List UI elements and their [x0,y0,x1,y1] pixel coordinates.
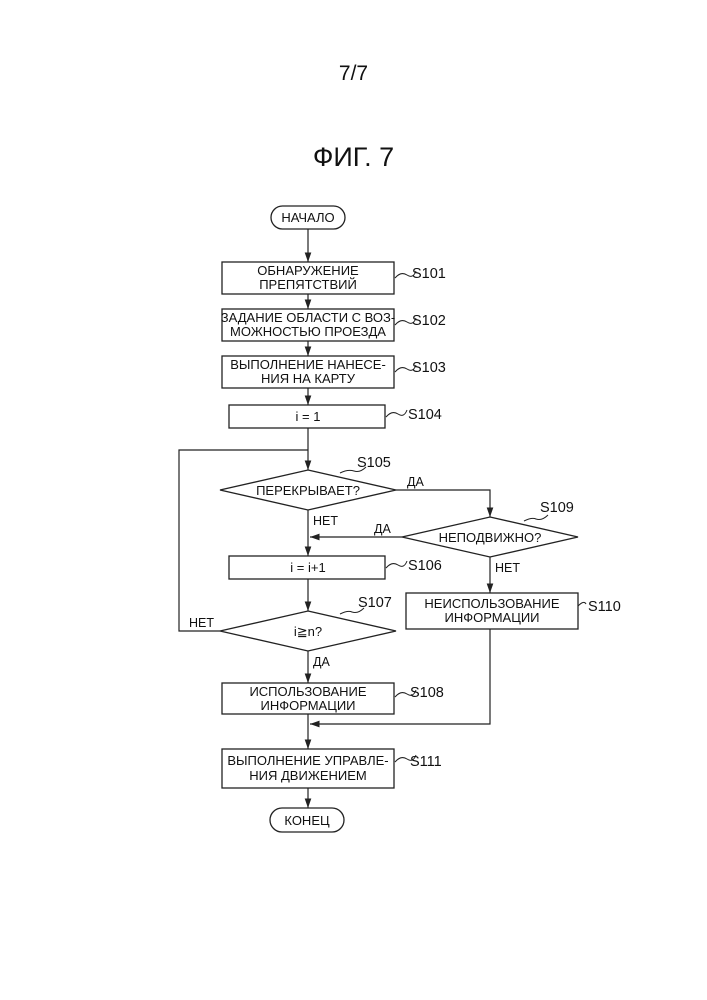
s108-line1: ИСПОЛЬЗОВАНИЕ [249,684,366,699]
s109-step-label: S109 [540,500,574,516]
s101-step-label: S101 [412,266,446,282]
s103-step-label: S103 [412,360,446,376]
step-s102: ЗАДАНИЕ ОБЛАСТИ С ВОЗ- МОЖНОСТЬЮ ПРОЕЗДА… [221,309,446,341]
end-terminal: КОНЕЦ [270,808,344,832]
s110-step-label: S110 [588,599,621,615]
s109-text: НЕПОДВИЖНО? [439,530,542,545]
s107-step-label: S107 [358,595,392,611]
s102-step-label: S102 [412,313,446,329]
s111-line1: ВЫПОЛНЕНИЕ УПРАВЛЕ- [227,753,388,768]
s109-yes-label: ДА [374,522,391,536]
s107-text: i≧n? [294,624,322,639]
s110-line1: НЕИСПОЛЬЗОВАНИЕ [424,596,559,611]
s106-text: i = i+1 [290,560,325,575]
s111-line2: НИЯ ДВИЖЕНИЕМ [249,768,366,783]
end-label: КОНЕЦ [284,813,330,828]
arrow-s105-yes-to-s109 [396,490,490,517]
s107-yes-label: ДА [313,655,330,669]
step-s106: i = i+1 S106 [229,556,442,579]
start-label: НАЧАЛО [281,210,334,225]
s101-line1: ОБНАРУЖЕНИЕ [257,263,359,278]
s107-no-label: НЕТ [189,616,214,630]
step-s111: ВЫПОЛНЕНИЕ УПРАВЛЕ- НИЯ ДВИЖЕНИЕМ S111 [222,749,442,788]
decision-s107: i≧n? S107 ДА НЕТ [189,595,396,669]
s109-no-label: НЕТ [495,561,520,575]
s103-line1: ВЫПОЛНЕНИЕ НАНЕСЕ- [230,357,386,372]
s104-text: i = 1 [296,409,321,424]
decision-s109: НЕПОДВИЖНО? S109 ДА НЕТ [374,500,578,575]
s104-step-label: S104 [408,407,442,423]
step-s108: ИСПОЛЬЗОВАНИЕ ИНФОРМАЦИИ S108 [222,683,444,714]
s105-yes-label: ДА [407,475,424,489]
s102-line1: ЗАДАНИЕ ОБЛАСТИ С ВОЗ- [221,310,395,325]
s105-text: ПЕРЕКРЫВАЕТ? [256,483,360,498]
decision-s105: ПЕРЕКРЫВАЕТ? S105 ДА НЕТ [220,455,424,528]
s105-step-label: S105 [357,455,391,471]
s101-line2: ПРЕПЯТСТВИЙ [259,277,357,292]
step-s110: НЕИСПОЛЬЗОВАНИЕ ИНФОРМАЦИИ S110 [406,593,621,629]
step-s101: ОБНАРУЖЕНИЕ ПРЕПЯТСТВИЙ S101 [222,262,446,294]
s108-step-label: S108 [410,685,444,701]
s110-line2: ИНФОРМАЦИИ [444,610,539,625]
s105-no-label: НЕТ [313,514,338,528]
s103-line2: НИЯ НА КАРТУ [261,371,356,386]
s106-step-label: S106 [408,558,442,574]
s108-line2: ИНФОРМАЦИИ [260,698,355,713]
s102-line2: МОЖНОСТЬЮ ПРОЕЗДА [230,324,386,339]
s111-step-label: S111 [410,754,442,770]
start-terminal: НАЧАЛО [271,206,345,229]
step-s104: i = 1 S104 [229,405,442,428]
step-s103: ВЫПОЛНЕНИЕ НАНЕСЕ- НИЯ НА КАРТУ S103 [222,356,446,388]
